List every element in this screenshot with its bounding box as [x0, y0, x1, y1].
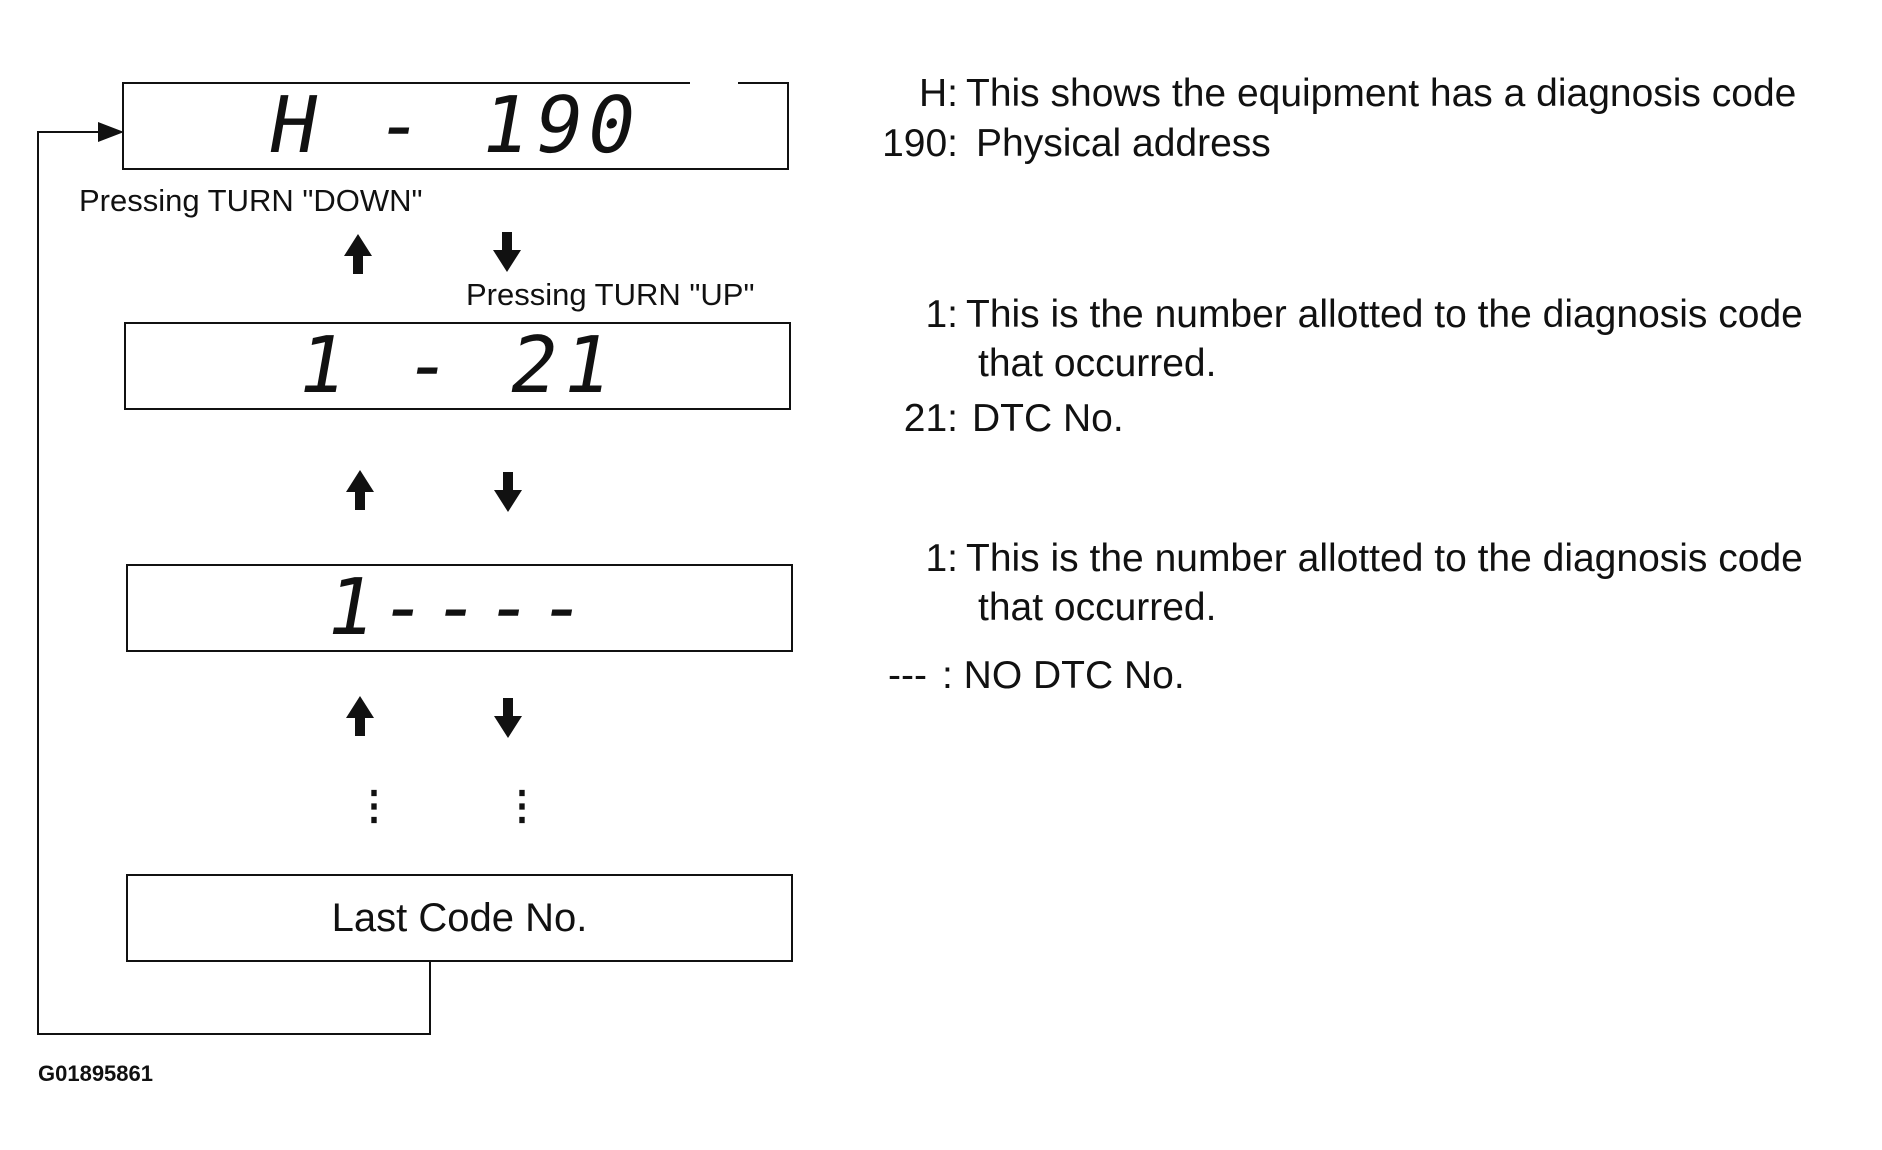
up-arrow-2	[346, 470, 374, 510]
display-first-text: H - 190	[262, 81, 649, 171]
return-loop-arrowhead	[98, 122, 124, 142]
continuation-dots-left: ⋮	[354, 784, 394, 828]
desc-dtc-key: 21:	[903, 397, 958, 440]
up-arrow-1	[344, 234, 372, 274]
desc-nodtc-text: : NO DTC No.	[942, 654, 1185, 697]
box-top-gap	[690, 80, 738, 86]
display-last-box: Last Code No.	[126, 874, 793, 962]
desc-num2-key: 1:	[925, 537, 958, 580]
continuation-dots-right: ⋮	[502, 784, 542, 828]
desc-addr-text: Physical address	[976, 122, 1271, 165]
up-arrow-3	[346, 696, 374, 736]
desc-num1-line2: that occurred.	[978, 342, 1217, 385]
desc-num2-line2: that occurred.	[978, 586, 1217, 629]
figure-code: G01895861	[38, 1061, 153, 1086]
down-arrow-3	[494, 698, 522, 738]
desc-num1-line1: This is the number allotted to the diagn…	[966, 293, 1803, 336]
desc-dtc-text: DTC No.	[972, 397, 1124, 440]
desc-addr-key: 190:	[882, 122, 958, 165]
caption-turn-up: Pressing TURN "UP"	[466, 277, 755, 312]
display-second-box: 1 - 21	[124, 321, 791, 411]
display-third-text: 1----	[319, 563, 600, 653]
return-loop-line	[37, 131, 431, 1035]
down-arrow-2	[494, 472, 522, 512]
desc-num1-key: 1:	[925, 293, 958, 336]
display-last-text: Last Code No.	[331, 896, 588, 940]
down-arrow-1	[493, 232, 521, 272]
display-third-box: 1----	[126, 563, 793, 653]
caption-turn-down: Pressing TURN "DOWN"	[79, 183, 423, 218]
desc-nodtc-key: ---	[888, 654, 927, 697]
display-second-text: 1 - 21	[290, 321, 625, 411]
desc-h-key: H:	[919, 72, 958, 115]
desc-num2-line1: This is the number allotted to the diagn…	[966, 537, 1803, 580]
desc-h-text: This shows the equipment has a diagnosis…	[966, 72, 1797, 115]
display-first-box: H - 190	[122, 81, 789, 171]
